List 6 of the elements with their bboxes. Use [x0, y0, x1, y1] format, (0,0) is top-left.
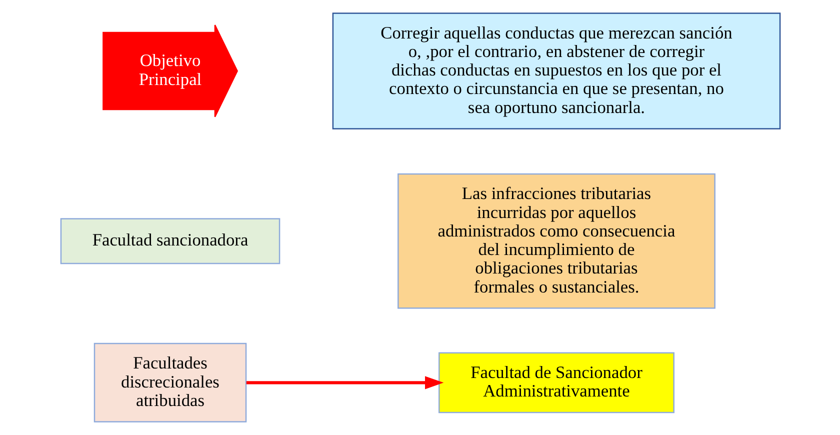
arrow: [246, 376, 444, 390]
node-box: Corregir aquellas conductas que merezcan sanción o, ,por el contrario, en abstener de corregir dichas conductas en supuestos en los que por el contexto o circunstancia en que se presentan, no sea oportuno sancionarla.: [332, 12, 780, 130]
node-box: Facultad de Sancionador Administrativamente: [438, 352, 674, 414]
node-box: Facultades discrecionales atribuidas: [93, 342, 246, 422]
node-box: Facultad sancionadora: [60, 218, 280, 264]
node-box: Las infracciones tributarias incurridas por aquellos administrados como consecuencia del incumplimiento de obligaciones tributarias formales o sustanciales.: [397, 173, 715, 309]
